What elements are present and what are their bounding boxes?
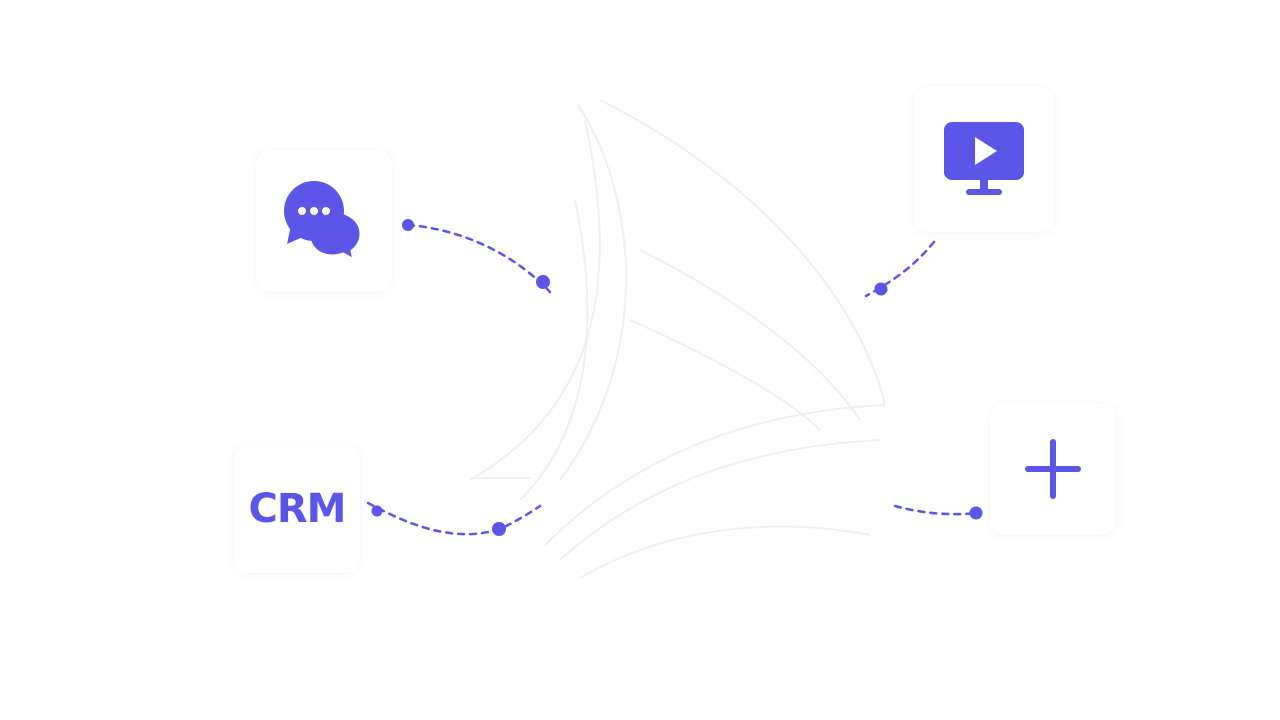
connector-video [864, 240, 936, 298]
dot-crm-start [371, 505, 383, 517]
monitor-play-icon [942, 120, 1026, 198]
chat-bubbles-icon [283, 181, 365, 261]
connector-plus [893, 504, 978, 516]
sail-inner-2 [629, 319, 821, 431]
center-logo-watermark [469, 99, 886, 579]
connector-dots [371, 219, 983, 536]
chat-integration-card[interactable] [256, 150, 392, 292]
connector-chat [406, 223, 552, 294]
crm-integration-card[interactable]: CRM [234, 445, 360, 573]
add-integration-card[interactable] [990, 403, 1116, 535]
dot-plus-end [969, 506, 983, 520]
sail-outline-left [559, 104, 628, 481]
dot-video-end [874, 282, 888, 296]
crm-label: CRM [248, 486, 347, 532]
dot-crm-end [492, 522, 506, 536]
sail-outline-right [599, 99, 886, 406]
plus-icon [1025, 439, 1081, 499]
connector-crm [366, 501, 542, 536]
sail-arc-1 [469, 119, 601, 481]
sail-wave-1 [544, 404, 886, 546]
sail-inner-1 [639, 249, 861, 421]
sail-wave-3 [579, 525, 871, 579]
dot-chat-start [402, 219, 414, 231]
sail-wave-2 [559, 439, 881, 561]
sail-arc-2 [519, 199, 589, 501]
dot-chat-end [536, 275, 550, 289]
video-integration-card[interactable] [914, 86, 1054, 232]
